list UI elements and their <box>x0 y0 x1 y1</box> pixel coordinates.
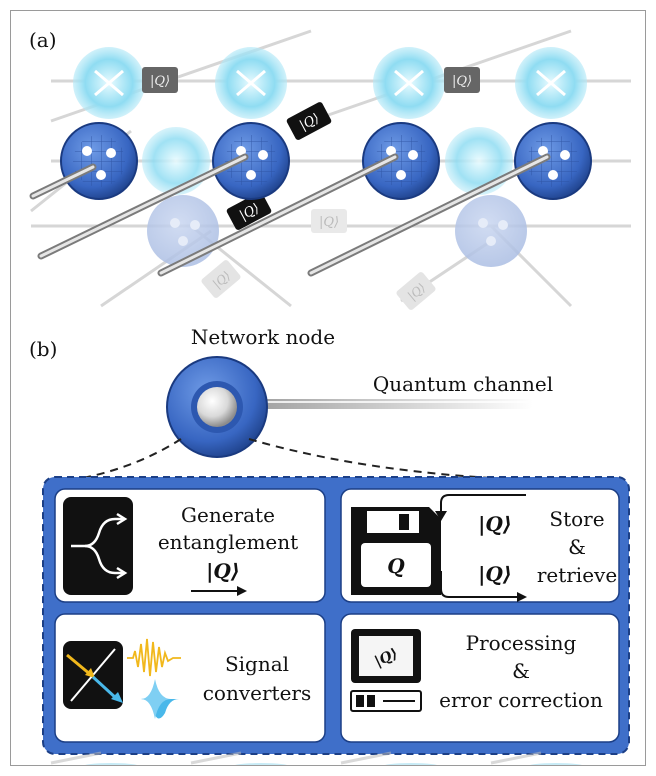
computer-icon: |Q⟩ <box>350 629 422 712</box>
store-line-3: retrieve <box>537 563 617 587</box>
generate-arrow <box>191 586 247 596</box>
blue-node <box>514 122 592 200</box>
processing-line-2: & <box>512 659 530 683</box>
ket-tag-faint: |Q⟩ <box>396 272 436 310</box>
branch-split-icon <box>63 497 133 595</box>
yellow-wave-packet-icon <box>127 638 181 677</box>
panel-b-node-functions: (b) Network node Quantum channel <box>29 325 630 755</box>
ket-tag-faint: |Q⟩ <box>311 209 347 233</box>
figure-canvas: (a) <box>29 28 631 765</box>
network-node-label: Network node <box>191 325 335 349</box>
cyan-wave-packet-icon <box>131 679 179 719</box>
cyan-node <box>142 127 210 195</box>
store-arrow-in <box>440 494 526 511</box>
network-node <box>166 356 268 458</box>
ket-tag-grey: |Q⟩ <box>444 67 480 93</box>
ket-tag-faint: |Q⟩ <box>201 260 241 298</box>
ket-tag-text: |Q⟩ <box>452 74 472 89</box>
figure-frame: (a) <box>10 10 646 766</box>
faint-node <box>455 195 527 267</box>
quantum-channel-label: Quantum channel <box>373 372 553 396</box>
panel-a-network-illustration: (a) <box>29 28 631 310</box>
panel-a-label: (a) <box>29 28 57 52</box>
processing-line-1: Processing <box>466 631 577 655</box>
blue-node <box>212 122 290 200</box>
store-ket-out: |Q⟩ <box>478 562 512 586</box>
generate-entanglement-box: Generate entanglement |Q⟩ <box>54 488 326 603</box>
ket-tag-black: |Q⟩ <box>226 192 272 230</box>
beam-splitter-icon <box>63 641 123 709</box>
ket-tag-text: |Q⟩ <box>319 215 339 230</box>
generate-line-1: Generate <box>181 503 275 527</box>
retrieve-arrow-out <box>440 571 523 598</box>
processing-line-3: error correction <box>439 688 603 712</box>
channel-rods <box>29 153 551 277</box>
store-line-1: Store <box>549 507 604 531</box>
blue-node <box>362 122 440 200</box>
store-retrieve-box: Q |Q⟩ |Q⟩ Store & retrieve <box>340 488 620 603</box>
zoom-line-left <box>65 438 182 482</box>
faint-node <box>147 195 219 267</box>
ket-tag-black: |Q⟩ <box>286 102 332 140</box>
generate-line-2: entanglement <box>158 530 298 554</box>
signal-converters-box: Signal converters <box>54 613 326 743</box>
blue-node <box>60 122 138 200</box>
disk-letter: Q <box>387 554 405 578</box>
ket-tag-grey: |Q⟩ <box>142 67 178 93</box>
zoom-line-right <box>248 438 617 483</box>
processing-box: |Q⟩ Processing & error correction <box>340 613 620 743</box>
cyan-node <box>515 47 587 119</box>
generate-ket: |Q⟩ <box>206 559 240 583</box>
ket-tag-text: |Q⟩ <box>150 74 170 89</box>
signal-line-1: Signal <box>225 652 289 676</box>
cyan-node <box>373 47 445 119</box>
signal-line-2: converters <box>203 681 312 705</box>
store-ket-in: |Q⟩ <box>478 512 512 536</box>
cyan-node <box>215 47 287 119</box>
cyan-node <box>73 47 145 119</box>
cyan-node <box>445 127 513 195</box>
cropped-continuation <box>50 751 582 765</box>
store-line-2: & <box>568 535 586 559</box>
quantum-channel-rod <box>237 399 533 409</box>
floppy-disk-icon: Q <box>351 507 441 595</box>
panel-b-label: (b) <box>29 337 57 361</box>
